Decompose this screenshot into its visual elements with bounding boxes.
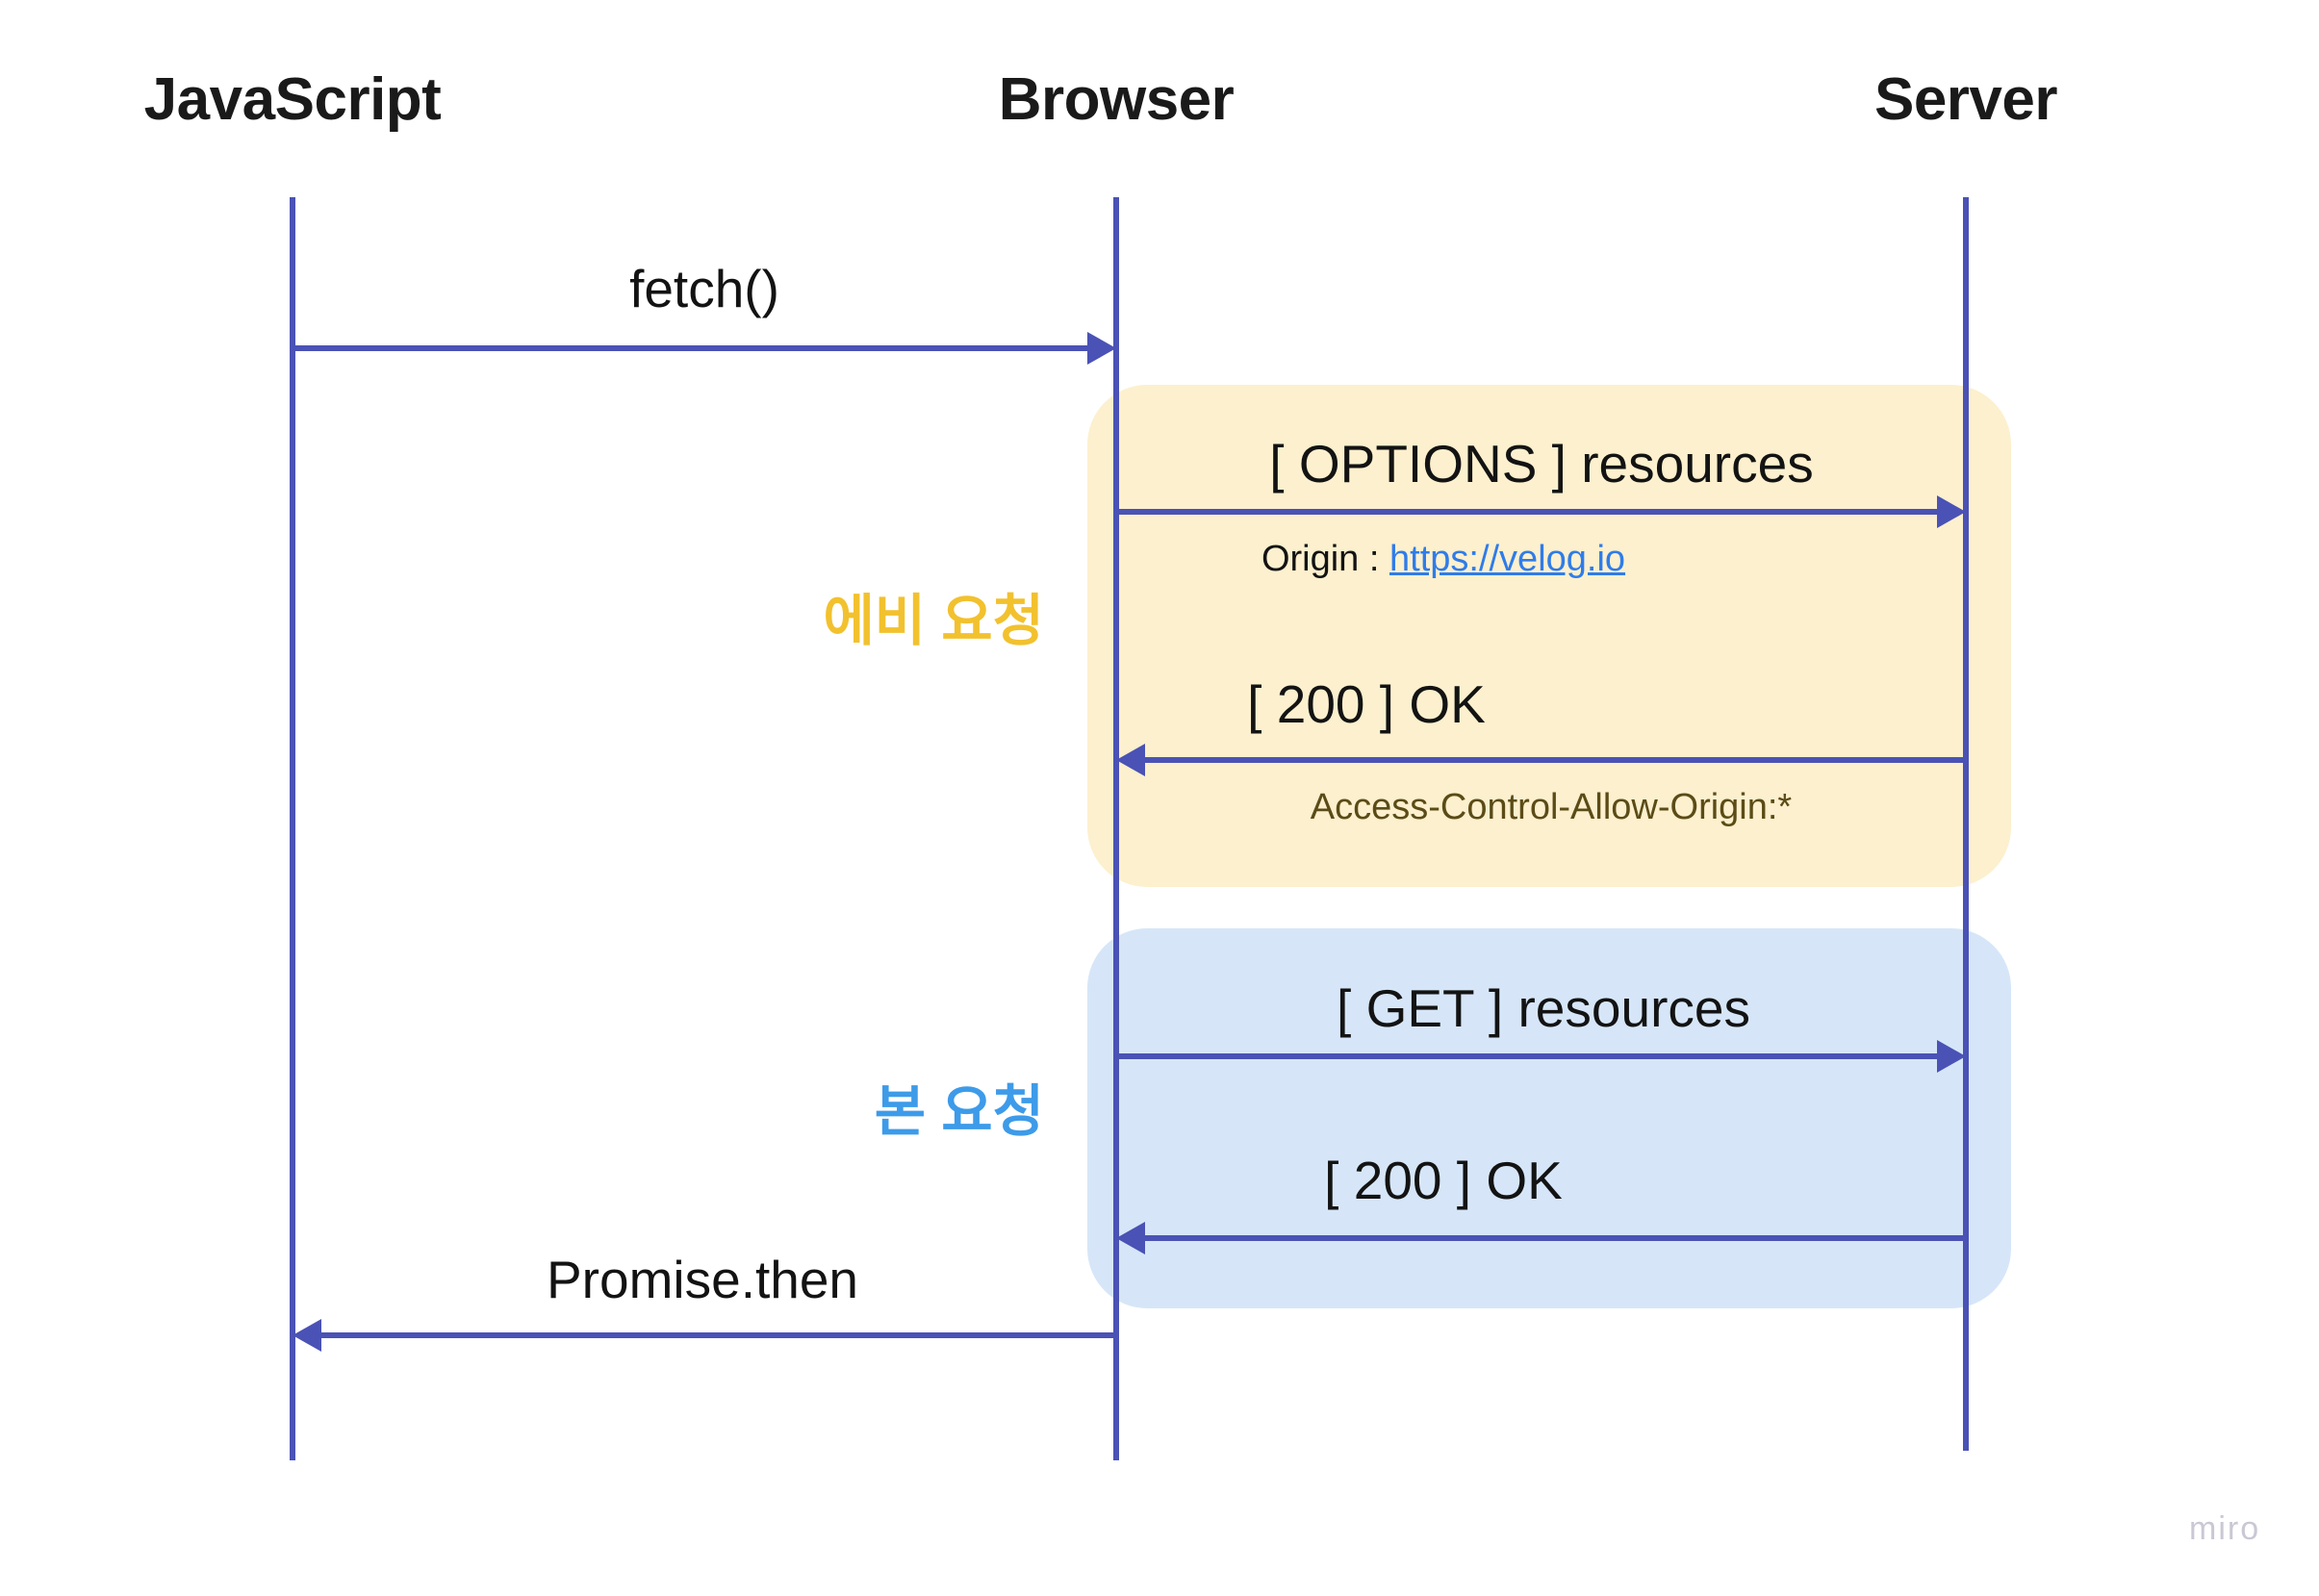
phase-label-main-request: 본 요청	[874, 1080, 1044, 1143]
message-label-options-response: [ 200 ] OK	[1247, 674, 1486, 734]
phase-label-preflight: 에비 요청	[823, 590, 1044, 652]
lifeline-browser	[1113, 197, 1119, 1460]
message-note-access-control-allow-origin: Access-Control-Allow-Origin:*	[1310, 787, 1793, 827]
message-arrow-options-request	[1119, 509, 1937, 515]
message-arrow-get-request	[1119, 1053, 1937, 1059]
phase-box-preflight	[1087, 385, 2011, 887]
arrowhead-right-icon-fetch	[1087, 332, 1116, 365]
arrowhead-left-icon-options-response	[1116, 744, 1145, 776]
origin-label: Origin :	[1261, 539, 1389, 579]
miro-watermark: miro	[2189, 1510, 2261, 1547]
origin-url-link[interactable]: https://velog.io	[1389, 539, 1626, 579]
message-label-get-request: [ GET ] resources	[1337, 978, 1750, 1038]
lifeline-javascript	[290, 197, 295, 1460]
message-arrow-options-response	[1145, 757, 1963, 763]
participant-label-server: Server	[1873, 66, 2058, 133]
message-note-origin: Origin : https://velog.io	[1261, 539, 1625, 580]
message-label-promise-then: Promise.then	[546, 1250, 859, 1309]
participant-label-browser: Browser	[998, 66, 1235, 133]
arrowhead-left-icon-get-response	[1116, 1222, 1145, 1254]
message-arrow-promise-then	[321, 1332, 1116, 1338]
phase-box-main-request	[1087, 928, 2011, 1308]
lifeline-server	[1963, 197, 1969, 1451]
message-label-get-response: [ 200 ] OK	[1324, 1151, 1563, 1210]
message-label-fetch: fetch()	[629, 259, 779, 318]
message-arrow-get-response	[1145, 1235, 1963, 1241]
participant-label-javascript: JavaScript	[143, 66, 442, 133]
arrowhead-right-icon-get-request	[1937, 1040, 1966, 1073]
arrowhead-left-icon-promise-then	[293, 1319, 321, 1352]
message-label-options-request: [ OPTIONS ] resources	[1269, 434, 1814, 494]
message-arrow-fetch	[295, 345, 1087, 351]
arrowhead-right-icon-options-request	[1937, 495, 1966, 528]
